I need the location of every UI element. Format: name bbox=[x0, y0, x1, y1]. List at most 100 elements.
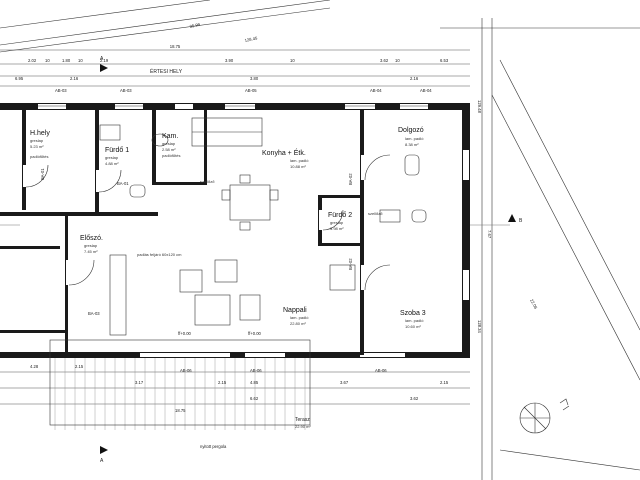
dim-bottom: 3.17 bbox=[135, 380, 144, 385]
top-axis-tags: AB-03 AB-03 AB-05 AB-04 AB-04 bbox=[55, 88, 432, 93]
room-name-hhely: H.hely bbox=[30, 130, 50, 137]
axis-tag: AB-05 bbox=[245, 88, 257, 93]
room-floor: greslap bbox=[330, 220, 344, 225]
dim-top-sub-3: 2.16 bbox=[410, 76, 419, 81]
dim-top-total: 18.75 bbox=[170, 44, 181, 49]
door-marks: BA-01 BA-01 BA-02 BA-02 BA-03 bbox=[40, 168, 353, 316]
room-name-eloszoba: Előszó. bbox=[80, 235, 103, 242]
room-floor: lam. padló bbox=[405, 318, 424, 323]
room-floor: lam. padló bbox=[290, 315, 309, 320]
dim-diag-top2: 128.45 bbox=[244, 35, 258, 43]
dim-top-row: 10 bbox=[78, 58, 83, 63]
room-note: padlófűtés bbox=[162, 153, 180, 158]
section-a-top-label: A bbox=[100, 56, 104, 62]
room-floor: lam. padló bbox=[405, 136, 424, 141]
dim-right-a: 129.48 bbox=[477, 100, 482, 113]
door-mark: BA-01 bbox=[40, 168, 45, 180]
door-mark: BA-02 bbox=[348, 173, 353, 185]
exterior-walls bbox=[0, 103, 470, 358]
axis-tag: AB-03 bbox=[120, 88, 132, 93]
terrace-hatch bbox=[0, 339, 470, 430]
room-name-nappali: Nappali bbox=[283, 307, 307, 314]
dim-right: 7.67 bbox=[487, 230, 492, 239]
top-dimensions: 2.02 10 1.80 10 2.19 3.90 10 3.62 10 6.53 18.75 6… bbox=[0, 22, 470, 87]
bottom-dimensions: 4.28 2.15 3.17 2.15 4.85 3.67 2.15 18.75… bbox=[30, 331, 449, 413]
room-floor: greslap bbox=[105, 155, 119, 160]
room-name-kam: Kam. bbox=[162, 133, 178, 140]
room-area: 5.23 m² bbox=[30, 144, 44, 149]
room-name-terasz: Terasz bbox=[295, 417, 310, 423]
dim-bottom: 2.15 bbox=[218, 380, 227, 385]
room-area: 2.58 m² bbox=[162, 147, 176, 152]
fixtures bbox=[99, 117, 427, 336]
dim-bottom-sub: 6.62 bbox=[250, 396, 259, 401]
dim-bottom: 2.15 bbox=[75, 364, 84, 369]
axis-tag: AB-04 bbox=[370, 88, 382, 93]
dim-right-b: 128.34 bbox=[477, 320, 482, 333]
room-name-furdo1: Fürdő 1 bbox=[105, 147, 129, 154]
dim-top-row: 6.53 bbox=[440, 58, 449, 63]
section-marker-a-bottom: A bbox=[100, 446, 108, 464]
ertesi-hely-label: ÉRTESI HELY bbox=[150, 68, 183, 75]
dim-top-row: 10 bbox=[45, 58, 50, 63]
interior-walls bbox=[0, 110, 365, 355]
room-name-szoba3: Szoba 3 bbox=[400, 310, 426, 317]
dim-bottom: 4.85 bbox=[250, 380, 259, 385]
room-floor: greslap bbox=[30, 138, 44, 143]
door-mark: BA-02 bbox=[348, 258, 353, 270]
room-note: padlófűtés bbox=[30, 154, 48, 159]
room-area: 10.88 m² bbox=[290, 164, 306, 169]
room-area: 8.38 m² bbox=[405, 142, 419, 147]
section-marker-a-top: A bbox=[100, 56, 108, 72]
room-area: 22.90 m² bbox=[295, 424, 311, 429]
dim-bottom: 4.28 bbox=[30, 364, 39, 369]
room-area: 4.88 m² bbox=[105, 161, 119, 166]
room-area: 7.45 m² bbox=[84, 249, 98, 254]
door-swings bbox=[25, 154, 391, 291]
axis-tag: AB-06 bbox=[250, 368, 262, 373]
axis-tag: AB-06 bbox=[375, 368, 387, 373]
dim-diag-top: 35.99 bbox=[189, 22, 201, 29]
dim-top-row: 10 bbox=[290, 58, 295, 63]
dim-top-sub-0: 6.95 bbox=[15, 76, 24, 81]
pergola-label: nyitott pergola bbox=[200, 444, 227, 449]
ff-level: ff+0.00 bbox=[248, 331, 262, 336]
room-labels: H.hely greslap 5.23 m² padlófűtés Fürdő … bbox=[30, 127, 426, 449]
door-mark: BA-03 bbox=[88, 311, 100, 316]
room-area: 3.98 m² bbox=[330, 226, 344, 231]
dim-top-row: 3.90 bbox=[225, 58, 234, 63]
section-a-bottom-label: A bbox=[100, 458, 104, 464]
room-name-konyha: Konyha + Étk. bbox=[262, 148, 306, 157]
axis-tag: AB-06 bbox=[180, 368, 192, 373]
szellozo-note-2: szellőző bbox=[368, 211, 383, 216]
dim-top-row: 2.02 bbox=[28, 58, 37, 63]
room-floor: greslap bbox=[84, 243, 98, 248]
dim-right-diag: 22.06 bbox=[529, 298, 539, 310]
dim-top-row: 1.80 bbox=[62, 58, 71, 63]
padlas-note: padlás feljáró 60x120 cm bbox=[137, 252, 182, 257]
section-b-label: B bbox=[519, 218, 523, 224]
room-name-dolgozo: Dolgozó bbox=[398, 127, 424, 134]
dim-bottom-sub: 3.62 bbox=[410, 396, 419, 401]
dim-bottom: 2.15 bbox=[440, 380, 449, 385]
room-area: 22.80 m² bbox=[290, 321, 306, 326]
room-name-furdo2: Fürdő 2 bbox=[328, 212, 352, 219]
section-marker-b: B bbox=[508, 214, 523, 224]
szellozo-note: szellőző bbox=[200, 179, 215, 184]
dim-bottom: 3.67 bbox=[340, 380, 349, 385]
room-floor: lam. padló bbox=[290, 158, 309, 163]
axis-tag: AB-04 bbox=[420, 88, 432, 93]
axis-tag: AB-03 bbox=[55, 88, 67, 93]
dim-bottom-total: 18.75 bbox=[175, 408, 186, 413]
north-arrow-icon bbox=[519, 398, 570, 434]
dim-top-sub-2: 3.80 bbox=[250, 76, 259, 81]
dim-top-row: 2.19 bbox=[100, 58, 109, 63]
right-dimensions: 7.67 22.06 129.48 128.34 bbox=[477, 100, 539, 333]
dim-top-row: 3.62 bbox=[380, 58, 389, 63]
dim-top-row: 10 bbox=[395, 58, 400, 63]
room-floor: greslap bbox=[162, 141, 176, 146]
room-area: 10.60 m² bbox=[405, 324, 421, 329]
door-mark: BA-01 bbox=[117, 181, 129, 186]
